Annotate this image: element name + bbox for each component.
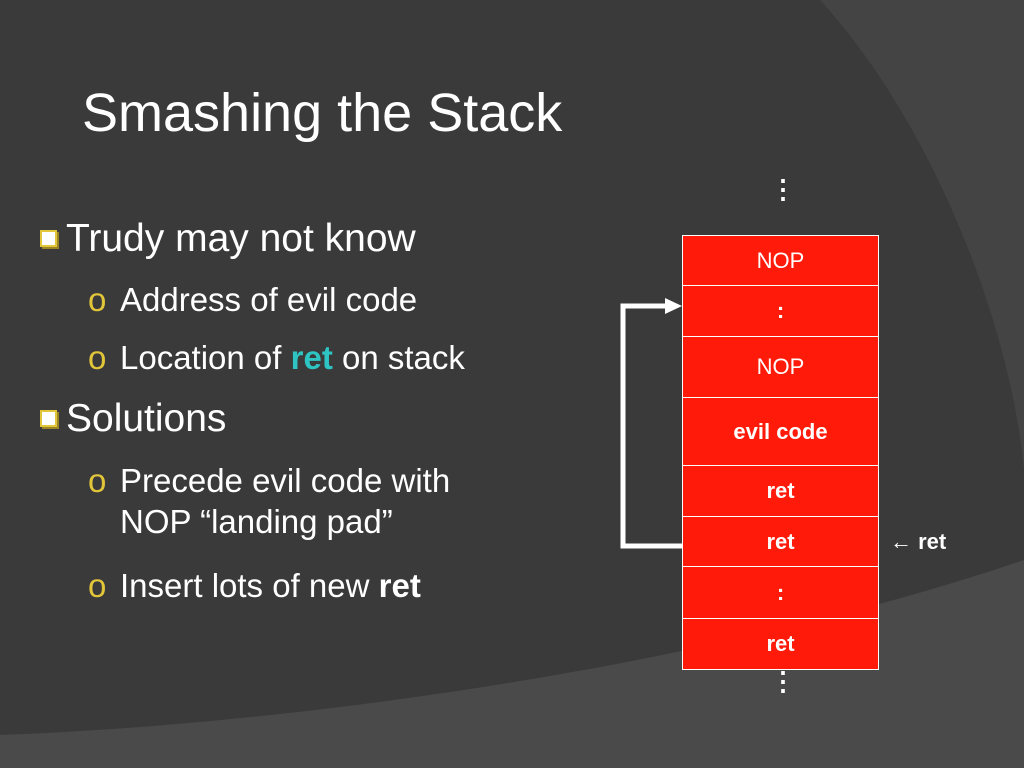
- sub-bullet-text-block: Precede evil code with NOP “landing pad”: [120, 460, 550, 542]
- ellipsis-bottom-icon: ⋮: [770, 668, 796, 694]
- ret-pointer-label: ← ret: [890, 529, 947, 554]
- sub-bullet-text-end: on stack: [332, 339, 465, 376]
- circle-bullet-icon: o: [88, 462, 107, 499]
- square-bullet-icon: [40, 230, 57, 248]
- return-arrow: [620, 298, 682, 549]
- sub-bullet-text: Location of: [120, 339, 291, 376]
- ret-bold: ret: [378, 567, 421, 604]
- sub-bullet-text: Address of evil code: [120, 281, 418, 318]
- slide-title: Smashing the Stack: [82, 83, 563, 143]
- sub-bullet-precede: o Precede evil code with NOP “landing pa…: [88, 460, 450, 540]
- sub-bullet-insert: o Insert lots of new ret: [88, 565, 421, 606]
- return-arrow-line: [620, 303, 682, 549]
- bullet-text: Solutions: [66, 397, 227, 440]
- stack-cell-ret-3: ret: [682, 619, 879, 670]
- bullet-solutions: Solutions: [36, 396, 226, 442]
- sub-bullet-line-2: NOP “landing pad”: [120, 503, 393, 540]
- bullet-trudy: Trudy may not know: [36, 216, 416, 262]
- stack-cell-colon-2: :: [682, 567, 879, 619]
- stack-cell-ret-1: ret: [682, 466, 879, 517]
- ellipsis-top-icon: ⋮: [770, 174, 796, 204]
- bullet-text: Trudy may not know: [66, 217, 416, 260]
- stack-cell-nop-2: NOP: [682, 337, 879, 398]
- arrow-head-icon: [665, 298, 682, 314]
- square-bullet-icon: [40, 410, 57, 428]
- sub-bullet-line-1: Precede evil code with: [120, 462, 451, 499]
- ret-highlight: ret: [290, 339, 333, 376]
- stack-cell-ret-2: ret: [682, 517, 879, 567]
- stack-diagram: NOP : NOP evil code ret ret : ret: [682, 235, 879, 670]
- stack-cell-nop-1: NOP: [682, 235, 879, 286]
- sub-bullet-location: o Location of ret on stack: [88, 337, 465, 378]
- stack-cell-evil-code: evil code: [682, 398, 879, 466]
- circle-bullet-icon: o: [88, 567, 107, 604]
- sub-bullet-text: Insert lots of new: [120, 567, 379, 604]
- stack-cell-colon-1: :: [682, 286, 879, 337]
- circle-bullet-icon: o: [88, 281, 107, 318]
- circle-bullet-icon: o: [88, 339, 107, 376]
- background-curve-bottom: [0, 560, 1024, 768]
- background-curve-right: [820, 0, 1024, 470]
- sub-bullet-address: o Address of evil code: [88, 279, 417, 320]
